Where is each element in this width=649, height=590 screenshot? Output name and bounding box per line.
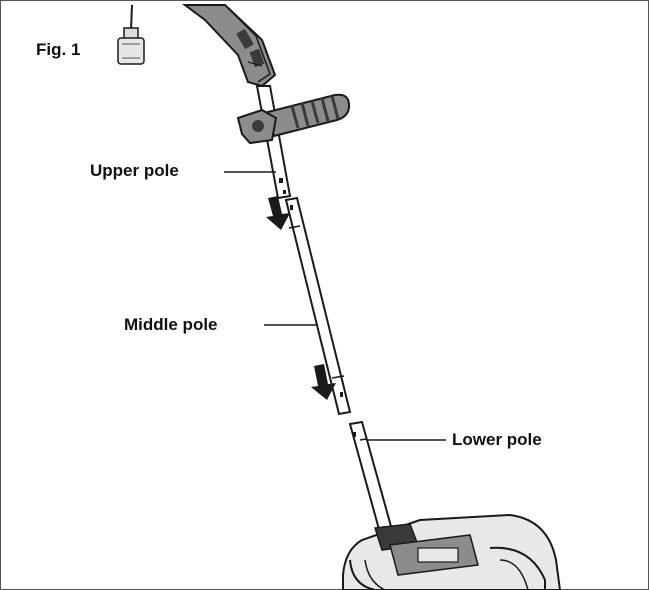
figure-title: Fig. 1 (36, 40, 81, 59)
upper-pole-label: Upper pole (90, 161, 179, 180)
power-plug-icon (117, 4, 145, 65)
lower-pole-shape (348, 420, 394, 535)
auxiliary-handle-icon (236, 93, 351, 145)
middle-pole-shape (284, 196, 352, 416)
shovel-head-icon (342, 513, 562, 590)
middle-pole-label: Middle pole (124, 315, 218, 334)
down-arrow-icon (311, 364, 336, 400)
down-arrow-icon (266, 196, 290, 230)
top-handle-icon (182, 4, 277, 88)
lower-pole-label: Lower pole (452, 430, 542, 449)
